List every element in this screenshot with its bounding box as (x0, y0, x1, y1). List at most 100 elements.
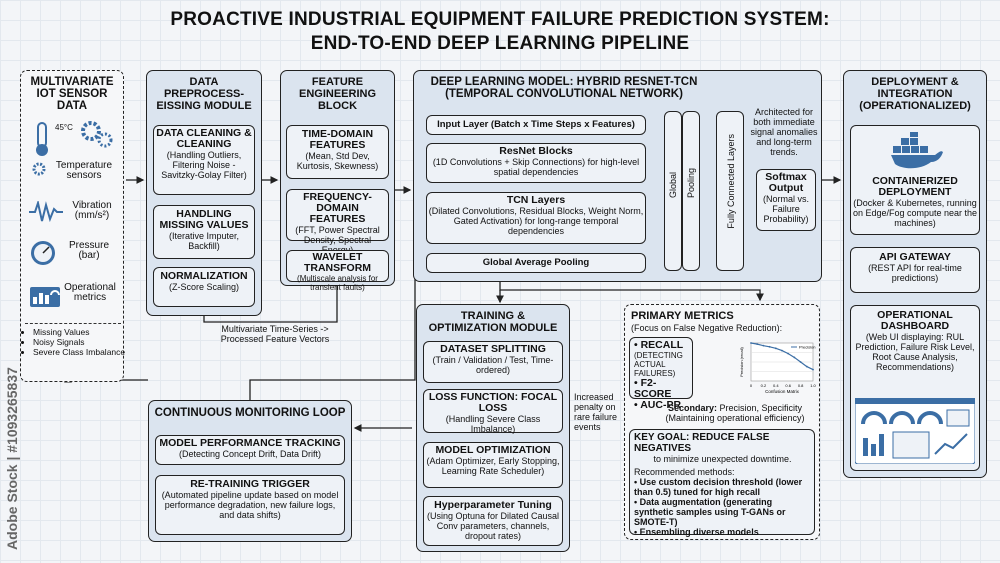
cleaning-desc: (Handling Outliers, Filtering Noise - Sa… (161, 150, 247, 180)
dashboard-illustration (855, 398, 975, 464)
deep-learning-model: DEEP LEARNING MODEL: HYBRID RESNET-TCN (… (413, 70, 822, 282)
softmax-desc: (Normal vs. Failure Probability) (762, 194, 809, 224)
chart-y-label: Precision (recall) (739, 346, 744, 376)
recall-desc: (DETECTING ACTUAL FAILURES) (634, 351, 683, 378)
penalty-note: Increased penalty on rare failure events (574, 392, 618, 432)
issue-item: Missing Values (33, 327, 125, 337)
primary-metrics-list: • RECALL (DETECTING ACTUAL FAILURES) • F… (629, 337, 693, 411)
feature-caption: Multivariate Time-Series -> Processed Fe… (220, 324, 330, 344)
sensor-issues-list: Missing Values Noisy Signals Severe Clas… (23, 327, 125, 357)
norm-desc: (Z-Score Scaling) (168, 282, 240, 292)
rec-item: • Data augmentation (generating syntheti… (634, 497, 786, 527)
training-module: TRAINING & OPTIMIZATION MODULE DATASET S… (416, 304, 570, 552)
monitor-header: CONTINUOUS MONITORING LOOP (154, 407, 346, 419)
missing-desc: (Iterative Imputer, Backfill) (168, 231, 240, 251)
gear-icon (32, 162, 46, 176)
chart-point (774, 347, 777, 350)
normalization-block: NORMALIZATION (Z-Score Scaling) (153, 267, 255, 307)
gears-icon (81, 121, 113, 148)
gap-label: Global Average Pooling (482, 257, 590, 268)
chart-point (768, 345, 771, 348)
thermometer-icon (36, 122, 48, 156)
rec-item: • Use custom decision threshold (lower t… (634, 477, 803, 497)
key-goal-block: KEY GOAL: REDUCE FALSE NEGATIVES to mini… (629, 429, 815, 537)
resnet-block: ResNet Blocks (1D Convolutions + Skip Co… (426, 143, 646, 183)
chart-point (793, 356, 796, 359)
split-desc: (Train / Validation / Test, Time-ordered… (432, 355, 554, 375)
chart-legend-label: Precision (799, 345, 815, 350)
chart-x-tick: 0.4 (773, 383, 779, 388)
chart-x-tick: 1.0 (810, 383, 816, 388)
chart-x-tick: 0.2 (761, 383, 767, 388)
opt-desc: (Adam Optimizer, Early Stopping, Learnin… (426, 456, 560, 476)
tcn-desc: (Dilated Convolutions, Residual Blocks, … (428, 206, 644, 236)
chart-point (781, 349, 783, 352)
monitoring-loop: CONTINUOUS MONITORING LOOP MODEL PERFORM… (148, 400, 352, 542)
dataset-splitting-block: DATASET SPLITTING (Train / Validation / … (423, 341, 563, 383)
retrain-title: RE-TRAINING TRIGGER (190, 478, 310, 490)
chart-point (799, 361, 802, 363)
wavelet-block: WAVELET TRANSFORM (Multiscale analysis f… (286, 250, 389, 292)
api-title: API GATEWAY (879, 251, 951, 263)
hyperparameter-tuning-block: Hyperparameter Tuning (Using Optuna for … (423, 496, 563, 546)
containerized-deployment-block: CONTAINERIZED DEPLOYMENT (Docker & Kuber… (850, 125, 980, 235)
softmax-title: Softmax Output (765, 171, 807, 194)
title-line-1: PROACTIVE INDUSTRIAL EQUIPMENT FAILURE P… (170, 9, 830, 30)
chart-x-label: Confusion Matrix (765, 389, 800, 394)
preprocess-module: DATA PREPROCESS-EISSING MODULE DATA CLEA… (146, 70, 262, 316)
norm-title: NORMALIZATION (160, 270, 248, 282)
performance-tracking-block: MODEL PERFORMANCE TRACKING (Detecting Co… (155, 435, 345, 465)
cleaning-title: DATA CLEANING & CLEANING (156, 127, 252, 150)
freq-title: FREQUENCY-DOMAIN FEATURES (303, 191, 372, 225)
metrics-header: PRIMARY METRICS (631, 310, 734, 322)
chart-x-tick: 0 (750, 383, 753, 388)
dashboard-desc: (Web UI displaying: RUL Prediction, Fail… (855, 332, 975, 372)
hyper-desc: (Using Optuna for Dilated Causal Conv pa… (426, 511, 560, 541)
metric-f2: • F2-SCORE (634, 377, 672, 400)
container-desc: (Docker & Kubernetes, running on Edge/Fo… (852, 198, 978, 228)
operational-dashboard-block: OPERATIONAL DASHBOARD (Web UI displaying… (850, 305, 980, 471)
issue-item: Severe Class Imbalance (33, 347, 125, 357)
architecture-note: Architected for both immediate signal an… (750, 107, 818, 157)
pressure-gauge-icon (31, 241, 55, 265)
focal-loss-block: LOSS FUNCTION: FOCAL LOSS (Handling Seve… (423, 389, 563, 434)
rec-item: • Ensembling diverse models (634, 527, 759, 537)
time-desc: (Mean, Std Dev, Kurtosis, Skewness) (296, 151, 379, 171)
model-optimization-block: MODEL OPTIMIZATION (Adam Optimizer, Earl… (423, 442, 563, 488)
frequency-domain-block: FREQUENCY-DOMAIN FEATURES (FFT, Power Sp… (286, 189, 389, 255)
deployment-panel: DEPLOYMENT & INTEGRATION (OPERATIONALIZE… (843, 70, 987, 478)
training-header: TRAINING & OPTIMIZATION MODULE (428, 310, 558, 334)
metrics-panel: PRIMARY METRICS (Focus on False Negative… (624, 304, 820, 540)
metric-recall: • RECALL (634, 339, 684, 351)
goal-desc: to minimize unexpected downtime. (653, 454, 792, 464)
title-line-2: END-TO-END DEEP LEARNING PIPELINE (310, 33, 690, 54)
goal-title: KEY GOAL: REDUCE FALSE NEGATIVES (634, 432, 770, 454)
input-layer-label: Input Layer (Batch x Time Steps x Featur… (437, 119, 635, 130)
loss-title: LOSS FUNCTION: FOCAL LOSS (428, 391, 558, 414)
chart-point (762, 344, 765, 347)
chart-point (756, 343, 759, 346)
dashboard-metrics-icon (30, 287, 60, 307)
dashboard-title: OPERATIONAL DASHBOARD (877, 309, 953, 332)
chart-x-tick: 0.6 (785, 383, 791, 388)
api-desc: (REST API for real-time predictions) (868, 263, 962, 283)
chart-point (750, 342, 752, 344)
deploy-header: DEPLOYMENT & INTEGRATION (OPERATIONALIZE… (859, 76, 971, 112)
fc-label: Fully Connected Layers (726, 134, 736, 229)
sensor-header: MULTIVARIATE IOT SENSOR DATA (30, 76, 114, 112)
track-title: MODEL PERFORMANCE TRACKING (159, 437, 341, 449)
feature-engineering-block: FEATURE ENGINEERING BLOCK TIME-DOMAIN FE… (280, 70, 395, 292)
time-domain-block: TIME-DOMAIN FEATURES (Mean, Std Dev, Kur… (286, 125, 389, 179)
pooling-label: Pooling (686, 168, 696, 199)
pooling-column: Pooling (682, 111, 700, 271)
model-header-1: DEEP LEARNING MODEL: HYBRID RESNET-TCN (430, 76, 698, 88)
issue-item: Noisy Signals (33, 337, 125, 347)
tcn-title: TCN Layers (506, 194, 566, 206)
input-layer-block: Input Layer (Batch x Time Steps x Featur… (426, 115, 646, 135)
loss-desc: (Handling Severe Class Imbalance) (445, 414, 541, 434)
gap-block: Global Average Pooling (426, 253, 646, 273)
temp-unit-label: 45°C (55, 123, 73, 132)
chart-point (805, 365, 808, 368)
docker-whale-icon (891, 132, 943, 169)
